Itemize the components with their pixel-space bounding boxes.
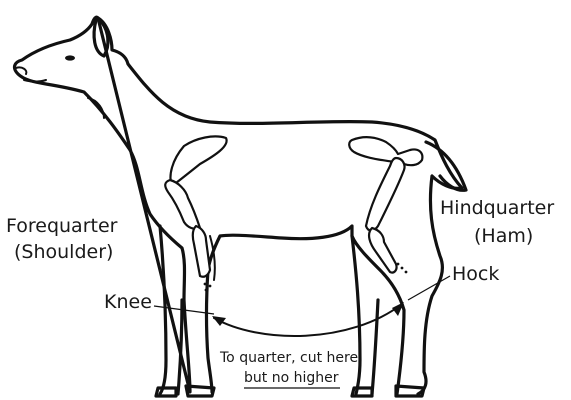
hock-joint-dot bbox=[401, 267, 404, 270]
radius-bone bbox=[193, 226, 210, 277]
foreleg-bones bbox=[165, 136, 226, 291]
tibia-bone bbox=[369, 228, 397, 273]
cut-instruction-line1: To quarter, cut here bbox=[219, 350, 358, 366]
knee-joint-dot bbox=[205, 289, 208, 292]
deer-rear-far-leg bbox=[352, 236, 378, 394]
hock-leader-line bbox=[408, 276, 450, 300]
knee-joint-dot bbox=[209, 285, 212, 288]
femur-bone bbox=[366, 158, 405, 231]
deer-body-outline bbox=[15, 17, 462, 394]
cut-arc bbox=[214, 304, 402, 336]
forequarter-label: Forequarter bbox=[6, 215, 118, 237]
hindleg-bones bbox=[349, 137, 422, 273]
knee-joint-dot bbox=[204, 283, 207, 286]
cut-instruction-line2: but no higher bbox=[244, 370, 339, 386]
leader-lines bbox=[154, 276, 450, 314]
shoulder-label: (Shoulder) bbox=[14, 241, 113, 263]
hock-joint-dot bbox=[397, 263, 400, 266]
humerus-bone bbox=[165, 180, 200, 229]
hock-label: Hock bbox=[452, 263, 499, 285]
knee-label: Knee bbox=[104, 291, 152, 313]
cut-arrowhead-left bbox=[212, 316, 226, 326]
ham-label: (Ham) bbox=[474, 225, 533, 247]
deer-mouth bbox=[24, 80, 46, 82]
deer-eye bbox=[65, 55, 75, 60]
deer-illustration bbox=[15, 17, 466, 396]
front-far-hoof bbox=[156, 388, 176, 396]
hindquarter-label: Hindquarter bbox=[440, 197, 554, 219]
pelvis-bone bbox=[349, 137, 422, 165]
scapula-bone bbox=[171, 136, 227, 186]
hock-joint-dot bbox=[405, 271, 408, 274]
rear-hoof bbox=[396, 386, 424, 396]
